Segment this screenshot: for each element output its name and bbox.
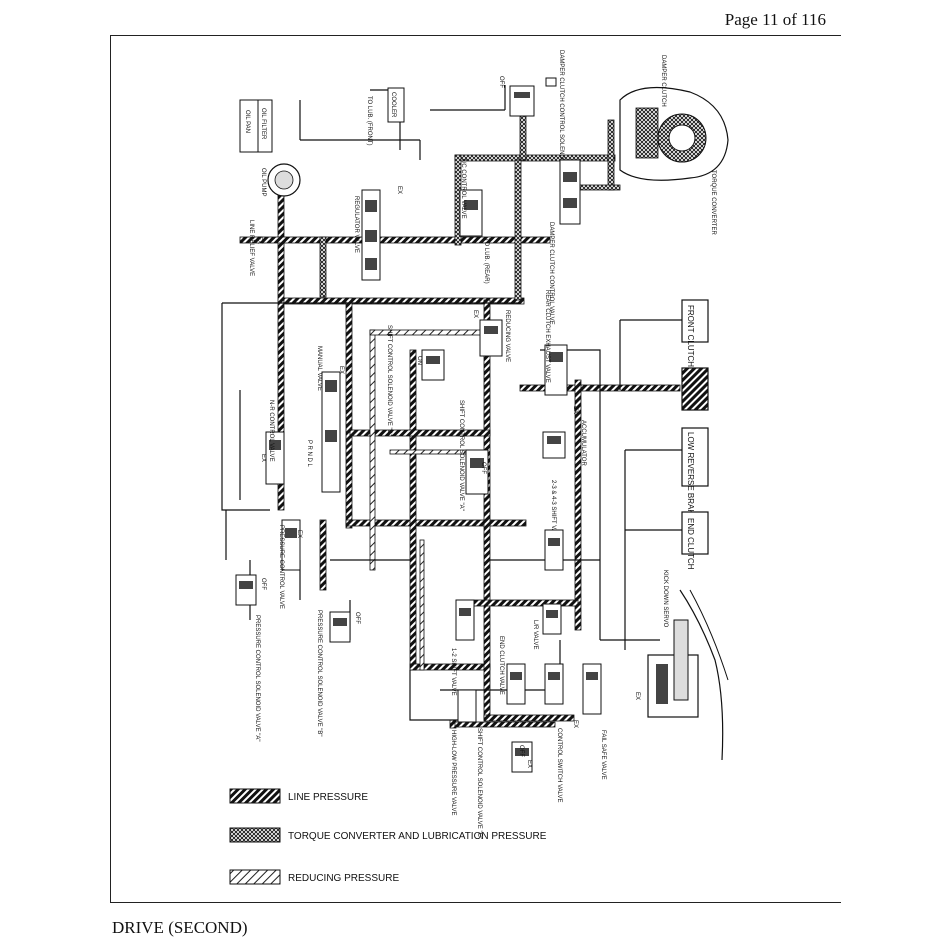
reducing-pressure-passages — [369, 329, 491, 671]
shift-234-label: 2-3 & 4-3 SHIFT VALVE — [550, 480, 556, 544]
on-label-1: ON — [416, 356, 422, 365]
regulator-valve-label: REGULATOR VALVE — [353, 196, 359, 253]
ex-label-8: EX — [572, 720, 578, 728]
legend-line-pressure-label: LINE PRESSURE — [288, 792, 368, 803]
damper-clutch-solenoid: DAMPER CLUTCH CONTROL SOLENOID VALVE — [509, 50, 564, 185]
tc-lub-passages — [319, 109, 621, 301]
ex-label-4: EX — [338, 366, 344, 374]
shift-solenoid-a: SHIFT CONTROL SOLENOID VALVE "A" — [458, 400, 489, 511]
damper-clutch-label: DAMPER CLUTCH — [660, 55, 666, 107]
torque-converter: DAMPER CLUTCH TORQUE CONVERTER — [619, 55, 729, 235]
shift-solenoid-c: SHIFT CONTROL SOLENOID VALVE "C" — [476, 728, 533, 839]
oil-pump-label: OIL PUMP — [260, 168, 266, 196]
line-pressure-passages — [239, 169, 681, 729]
damper-clutch-control-valve: DAMPER CLUTCH CONTROL VALVE — [548, 159, 581, 325]
legend: LINE PRESSURE TORQUE CONVERTER AND LUBRI… — [229, 788, 547, 885]
exhaust-markers: EX EX EX EX EX EX EX EX EX EX OFF OFF OF… — [256, 76, 640, 768]
low-reverse-brake: LOW REVERSE BRAKE — [681, 427, 709, 520]
off-label-1: OFF — [354, 612, 360, 624]
accumulator-label: ACCUMULATOR — [580, 420, 586, 466]
ex-label-5: EX — [260, 454, 266, 462]
manual-valve: MANUAL VALVE P R N D L — [306, 346, 341, 493]
ex-label-3: EX — [472, 310, 478, 318]
diagram-frame — [110, 35, 841, 903]
damper-clutch-solenoid-label: DAMPER CLUTCH CONTROL SOLENOID VALVE — [558, 50, 564, 185]
ex-label-7: EX — [634, 692, 640, 700]
regulator-valve: REGULATOR VALVE — [353, 189, 381, 281]
kick-down-servo: KICK DOWN SERVO — [647, 570, 729, 761]
ex-label-9: EX — [296, 530, 302, 538]
control-switch-valve: CONTROL SWITCH VALVE — [544, 663, 564, 803]
accumulator: ACCUMULATOR — [542, 420, 586, 466]
shift-valve-12: 1-2 SHIFT VALVE — [450, 599, 475, 696]
fail-safe-label: FAIL SAFE VALVE — [600, 730, 606, 780]
line-relief-label: LINE RELIEF VALVE — [248, 220, 254, 276]
ex-label-1: EX — [256, 236, 262, 244]
oil-filter-label: OIL FILTER — [260, 108, 266, 140]
legend-tc-lub: TORQUE CONVERTER AND LUBRICATION PRESSUR… — [229, 827, 547, 843]
lr-valve: L/R VALVE — [532, 603, 562, 649]
oil-pan-label: OIL PAN — [244, 110, 250, 133]
cooler: COOLER — [387, 87, 405, 123]
legend-tc-lub-label: TORQUE CONVERTER AND LUBRICATION PRESSUR… — [288, 831, 547, 842]
oil-filter: OIL FILTER — [257, 99, 273, 153]
front-clutch: FRONT CLUTCH — [681, 299, 709, 367]
reducing-valve-label: REDUCING VALVE — [504, 310, 510, 362]
page-caption: DRIVE (SECOND) — [112, 918, 248, 937]
legend-reducing: REDUCING PRESSURE — [229, 869, 399, 885]
high-low-label: HIGH-LOW PRESSURE VALVE — [450, 730, 456, 815]
pressure-solenoid-a: PRESSURE CONTROL SOLENOID VALVE "A" — [235, 574, 260, 742]
kick-down-servo-label: KICK DOWN SERVO — [662, 570, 668, 628]
to-lub-rear-label: TO LUB. (REAR) — [483, 238, 489, 284]
ex-label-10: EX — [526, 760, 532, 768]
end-clutch: END CLUTCH — [681, 511, 709, 570]
off-label-5: OFF — [480, 462, 486, 474]
low-reverse-brake-label: LOW REVERSE BRAKE — [686, 432, 695, 520]
nr-control-valve: N-R CONTROL VALVE — [265, 400, 285, 485]
lr-valve-label: L/R VALVE — [532, 620, 538, 649]
tc-control-valve: T/C CONTROL VALVE — [459, 158, 483, 237]
rear-clutch-exhaust-valve: REAR CLUTCH EXHAUST VALVE — [544, 290, 568, 396]
end-clutch-valve: END CLUTCH VALVE — [498, 636, 526, 705]
shift-12-label: 1-2 SHIFT VALVE — [450, 648, 456, 696]
prnd-label: P R N D L — [306, 440, 312, 468]
nr-control-label: N-R CONTROL VALVE — [268, 400, 274, 462]
fail-safe-valve: FAIL SAFE VALVE — [582, 663, 606, 780]
off-label-4: OFF — [498, 76, 504, 88]
rear-clutch — [681, 367, 709, 411]
shift-solenoid-a-label: SHIFT CONTROL SOLENOID VALVE "A" — [458, 400, 464, 511]
shift-solenoid-c-label: SHIFT CONTROL SOLENOID VALVE "C" — [476, 728, 482, 839]
reducing-valve: REDUCING VALVE — [479, 310, 510, 362]
pressure-solenoid-b-label: PRESSURE CONTROL SOLENOID VALVE "B" — [316, 610, 322, 737]
oil-pump: OIL PUMP — [260, 163, 301, 197]
high-low-pressure-valve: HIGH-LOW PRESSURE VALVE — [450, 689, 477, 815]
legend-line-pressure: LINE PRESSURE — [229, 788, 368, 804]
end-clutch-valve-label: END CLUTCH VALVE — [498, 636, 504, 695]
damper-clutch-control-label: DAMPER CLUTCH CONTROL VALVE — [548, 222, 554, 325]
off-label-2: OFF — [260, 578, 266, 590]
end-clutch-label: END CLUTCH — [686, 518, 695, 570]
manual-valve-label: MANUAL VALVE — [316, 346, 322, 391]
shift-solenoid-b-label: SHIFT CONTROL SOLENOID VALVE "B" — [386, 325, 392, 436]
control-switch-label: CONTROL SWITCH VALVE — [556, 728, 562, 803]
ex-label-6: EX — [572, 406, 578, 414]
pressure-solenoid-a-label: PRESSURE CONTROL SOLENOID VALVE "A" — [254, 615, 260, 742]
shift-valve-234 — [544, 529, 564, 571]
legend-reducing-label: REDUCING PRESSURE — [288, 873, 399, 884]
tc-control-label: T/C CONTROL VALVE — [460, 158, 466, 219]
front-clutch-label: FRONT CLUTCH — [686, 305, 695, 367]
shift-solenoid-b: SHIFT CONTROL SOLENOID VALVE "B" — [386, 325, 445, 436]
ex-label-2: EX — [396, 186, 402, 194]
to-lub-front-label: TO LUB. (FRONT) — [366, 96, 372, 146]
off-label-3: OFF — [518, 745, 524, 757]
pressure-control-label: PRESSURE CONTROL VALVE — [278, 525, 284, 609]
torque-converter-label: TORQUE CONVERTER — [710, 170, 716, 235]
cooler-label: COOLER — [390, 92, 396, 118]
rear-clutch-exhaust-label: REAR CLUTCH EXHAUST VALVE — [544, 290, 550, 383]
pressure-control-valve: PRESSURE CONTROL VALVE — [278, 519, 301, 609]
pressure-solenoid-b: PRESSURE CONTROL SOLENOID VALVE "B" — [316, 610, 351, 737]
page-header: Page 11 of 116 — [724, 10, 826, 29]
